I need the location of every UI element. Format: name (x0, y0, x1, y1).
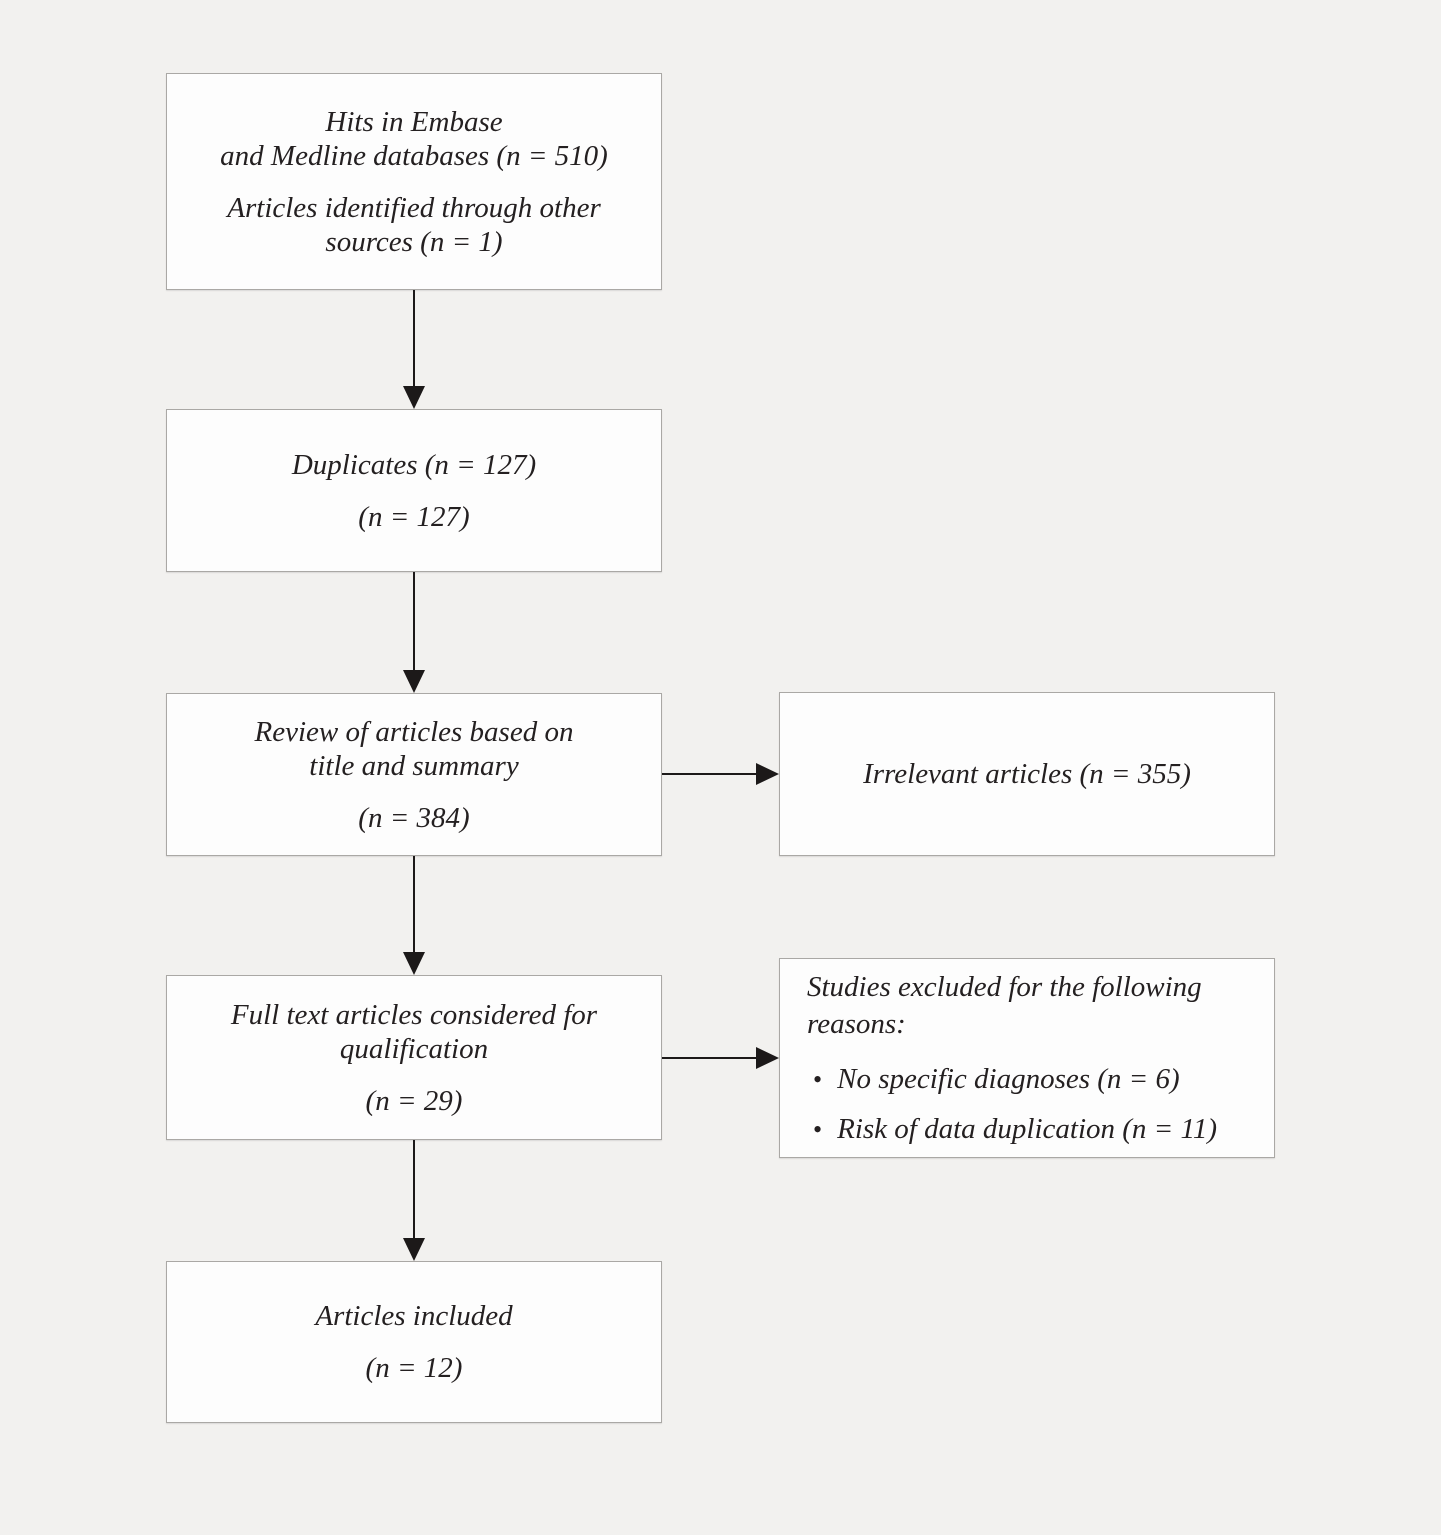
paragraph: Review of articles based on title and su… (255, 715, 574, 783)
paragraph: Duplicates (n = 127) (292, 448, 536, 482)
box-text-line: qualification (339, 1032, 489, 1065)
list-item: • Risk of data duplication (n = 11) (813, 1111, 1217, 1148)
box-excluded-reasons: Studies excluded for the following reaso… (779, 958, 1275, 1158)
paragraph: Articles identified through other source… (227, 191, 600, 259)
paragraph: Hits in Embase and Medline databases (n … (220, 105, 608, 173)
box-text-line: Duplicates (n = 127) (291, 448, 537, 481)
arrow-down-duplicates-to-review (403, 572, 425, 693)
box-text-line: Hits in Embase (325, 105, 503, 138)
box-text-line: Studies excluded for the following (807, 970, 1202, 1003)
list-item: • No specific diagnoses (n = 6) (813, 1061, 1217, 1098)
box-text-line: Full text articles considered for (230, 998, 598, 1031)
box-articles-included: Articles included (n = 12) (166, 1261, 662, 1423)
box-irrelevant-articles: Irrelevant articles (n = 355) (779, 692, 1275, 856)
arrow-down-review-to-fulltext (403, 856, 425, 975)
box-text-line: title and summary (309, 749, 519, 782)
box-text-line: Irrelevant articles (n = 355) (863, 758, 1191, 790)
bullet-icon: • (813, 1114, 823, 1144)
paragraph: Full text articles considered for qualif… (231, 998, 597, 1066)
arrow-down-fulltext-to-included (403, 1140, 425, 1261)
box-text-line: No specific diagnoses (n = 6) (837, 1062, 1180, 1095)
box-title-summary-review: Review of articles based on title and su… (166, 693, 662, 856)
paragraph: (n = 384) (358, 801, 469, 835)
box-text-line: (n = 12) (365, 1352, 463, 1384)
box-text-line: Risk of data duplication (n = 11) (837, 1112, 1217, 1145)
box-text-line: and Medline databases (n = 510) (220, 139, 608, 172)
box-text-line: (n = 29) (365, 1084, 463, 1117)
box-text-line: (n = 127) (358, 500, 470, 533)
box-text-line: (n = 384) (358, 801, 470, 834)
paragraph: Irrelevant articles (n = 355) (863, 757, 1191, 791)
bullet-list: • No specific diagnoses (n = 6) • Risk o… (807, 1048, 1217, 1148)
box-text-line: Articles included (315, 1300, 513, 1332)
box-database-hits: Hits in Embase and Medline databases (n … (166, 73, 662, 290)
arrow-right-fulltext-to-excluded (662, 1047, 779, 1069)
paragraph: (n = 12) (366, 1351, 463, 1385)
paragraph: Articles included (315, 1299, 512, 1333)
arrow-right-review-to-irrelevant (662, 763, 779, 785)
box-fulltext-qualification: Full text articles considered for qualif… (166, 975, 662, 1140)
box-text-line: reasons: (807, 1007, 906, 1040)
paragraph: (n = 29) (366, 1084, 463, 1118)
bullet-icon: • (813, 1064, 823, 1094)
arrow-down-identification-to-duplicates (403, 290, 425, 409)
box-text-line: sources (n = 1) (325, 225, 503, 258)
paragraph: Studies excluded for the following reaso… (807, 969, 1202, 1043)
paragraph: (n = 127) (358, 500, 469, 534)
box-text-line: Articles identified through other (227, 191, 601, 224)
box-duplicates: Duplicates (n = 127) (n = 127) (166, 409, 662, 572)
box-text-line: Review of articles based on (254, 715, 574, 748)
